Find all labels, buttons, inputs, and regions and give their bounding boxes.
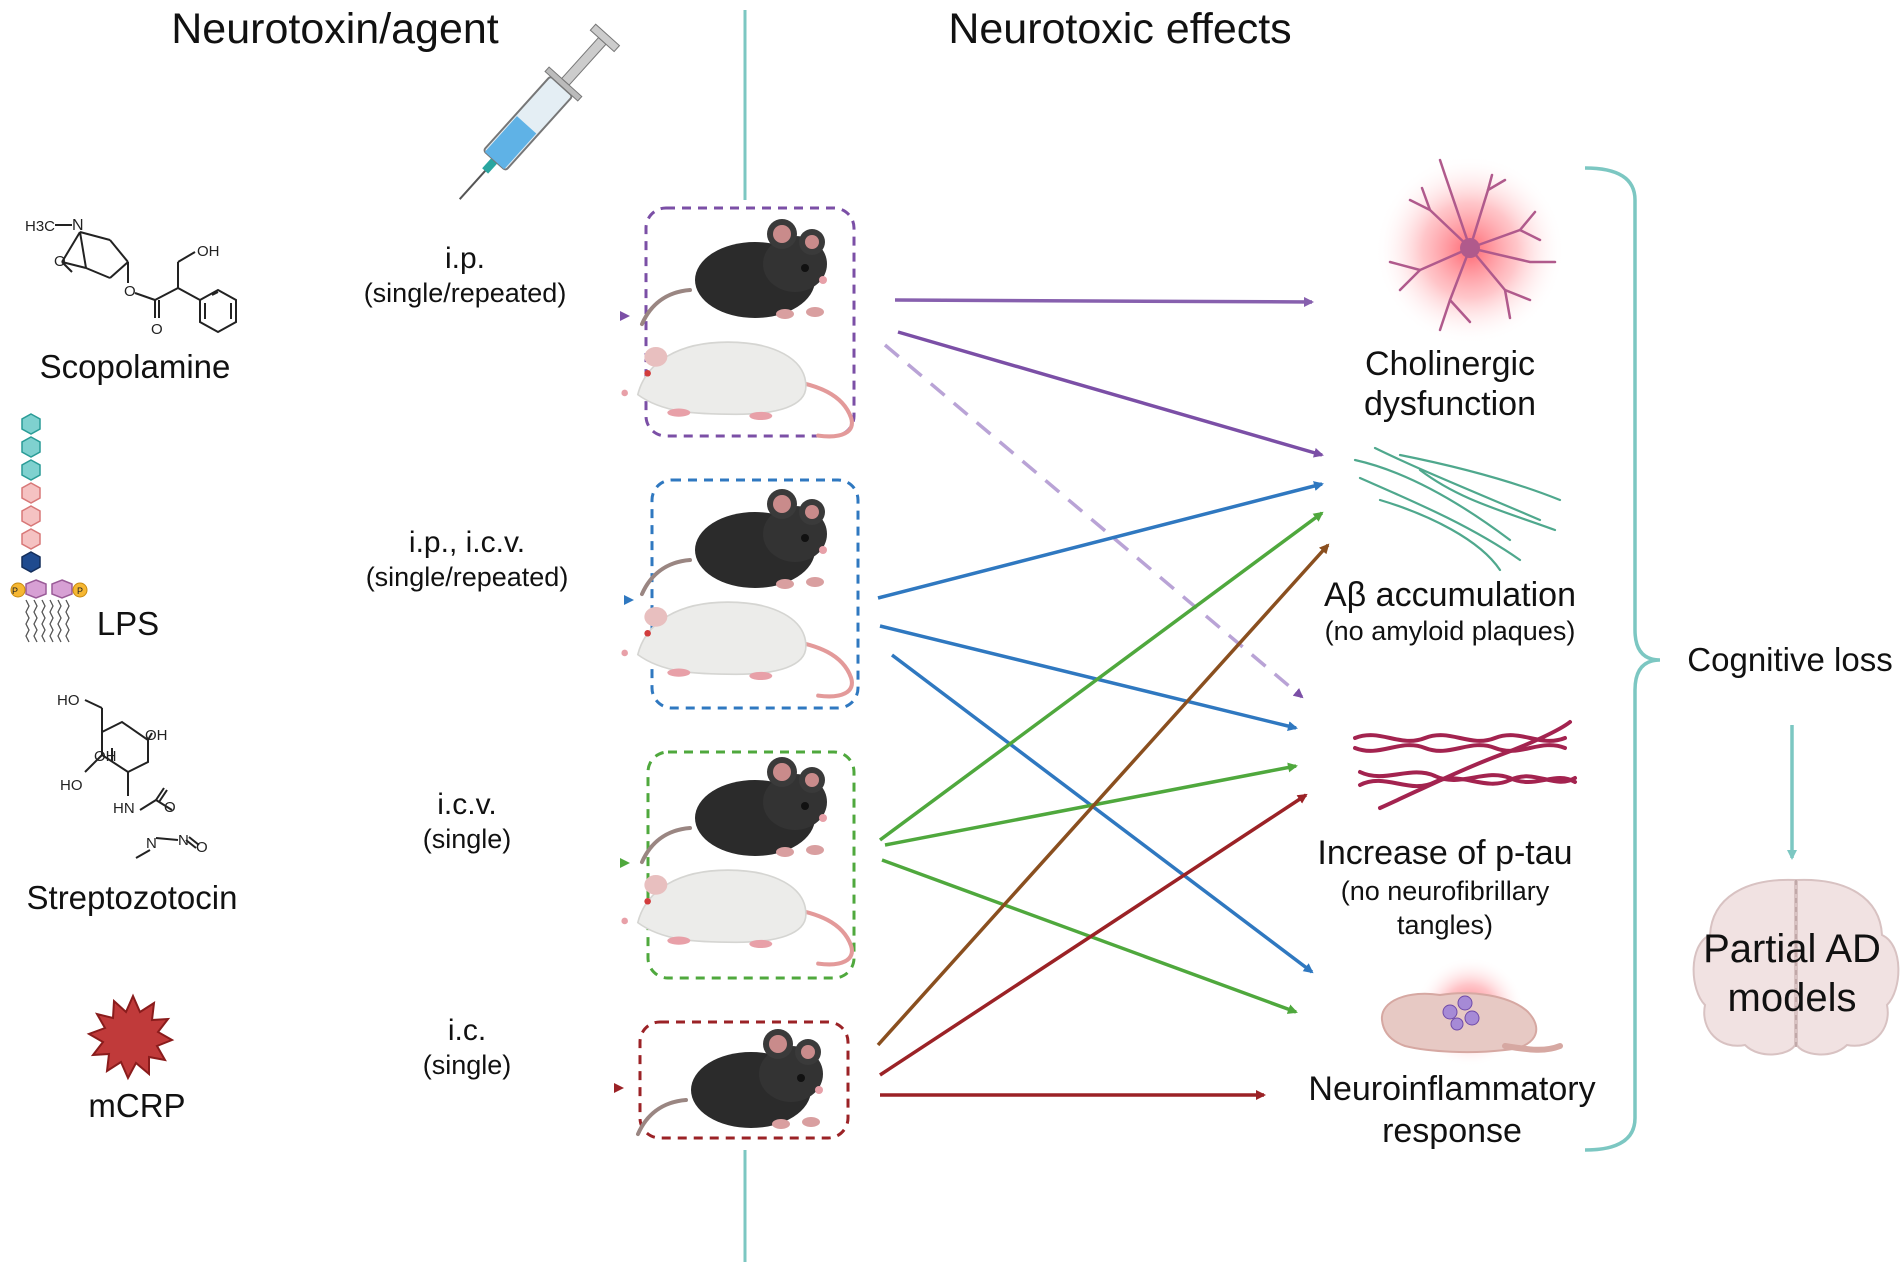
route-mcrp: i.c. bbox=[448, 1014, 486, 1047]
effect-cholinergic-line1: Cholinergic bbox=[1365, 345, 1535, 383]
header-effects: Neurotoxic effects bbox=[948, 5, 1291, 53]
partial-ad-line1: Partial AD bbox=[1703, 927, 1881, 971]
effect-abeta-title: Aβ accumulation bbox=[1324, 576, 1576, 614]
streptozotocin-structure bbox=[84, 699, 200, 859]
animal-group-scopolamine bbox=[644, 206, 856, 438]
route-streptozotocin: i.c.v. bbox=[437, 788, 496, 821]
scopolamine-o1-label: O bbox=[54, 253, 66, 270]
route-scopolamine: i.p. bbox=[445, 242, 485, 275]
stz-oh1-label: OH bbox=[145, 727, 168, 744]
animal-group-lps bbox=[650, 478, 860, 710]
scopolamine-o2-label: O bbox=[124, 283, 136, 300]
arrow-lps-abeta bbox=[877, 481, 1324, 600]
syringe-icon bbox=[458, 23, 621, 200]
mcrp-icon bbox=[86, 993, 175, 1081]
effect-ptau-note-line1: (no neurofibrillary bbox=[1341, 876, 1550, 906]
agent-name-lps: LPS bbox=[97, 605, 159, 642]
ptau-tangles-icon bbox=[1353, 720, 1577, 810]
grouping-brace bbox=[1584, 166, 1661, 1152]
arrow-lps-ptau bbox=[879, 624, 1298, 731]
dosing-mcrp: (single) bbox=[423, 1050, 512, 1080]
arrow-stz-ptau bbox=[884, 762, 1298, 847]
stz-hn-label: HN bbox=[113, 800, 135, 817]
brain-inflammation-icon bbox=[1380, 957, 1563, 1067]
header-neurotoxin: Neurotoxin/agent bbox=[171, 5, 499, 53]
effect-abeta-note: (no amyloid plaques) bbox=[1325, 616, 1576, 646]
stz-o1-label: O bbox=[164, 799, 176, 816]
partial-ad-line2: models bbox=[1728, 976, 1857, 1020]
cognitive-loss-label: Cognitive loss bbox=[1687, 641, 1892, 678]
scopolamine-h3c-label: H3C bbox=[25, 218, 55, 235]
lps-p2-label: P bbox=[77, 586, 83, 596]
arrow-scop-ptau-dashed bbox=[883, 343, 1304, 699]
brain-icon bbox=[1692, 878, 1900, 1056]
mouse-icon bbox=[640, 487, 829, 596]
stz-oh2-label: OH bbox=[94, 748, 117, 765]
agent-name-mcrp: mCRP bbox=[88, 1087, 185, 1124]
arrow-mcrp-ptau bbox=[879, 793, 1308, 1077]
lps-p1-label: P bbox=[12, 586, 18, 596]
agent-name-streptozotocin: Streptozotocin bbox=[27, 879, 238, 916]
agent-name-scopolamine: Scopolamine bbox=[40, 348, 231, 385]
arrow-scop-cholinergic bbox=[894, 296, 1314, 307]
rat-icon bbox=[621, 870, 852, 964]
effect-neuroinflammatory-line2: response bbox=[1382, 1112, 1522, 1150]
rat-icon bbox=[621, 602, 852, 696]
dosing-lps: (single/repeated) bbox=[366, 562, 569, 592]
stz-n2-label: N bbox=[178, 832, 189, 849]
animal-group-streptozotocin bbox=[646, 750, 856, 980]
effect-cholinergic-line2: dysfunction bbox=[1364, 385, 1536, 423]
lps-structure bbox=[10, 413, 88, 643]
animal-group-mcrp bbox=[638, 1020, 850, 1140]
stz-ho1-label: HO bbox=[57, 692, 80, 709]
arrow-stz-abeta bbox=[878, 511, 1324, 842]
dosing-scopolamine: (single/repeated) bbox=[364, 278, 567, 308]
dosing-streptozotocin: (single) bbox=[423, 824, 512, 854]
mouse-icon bbox=[640, 217, 829, 326]
arrow-lps-neuroinflammation bbox=[890, 653, 1314, 974]
mouse-icon bbox=[636, 1027, 825, 1136]
effect-ptau-title: Increase of p-tau bbox=[1317, 834, 1572, 872]
scopolamine-oh-label: OH bbox=[197, 243, 220, 260]
stz-n1-label: N bbox=[146, 835, 157, 852]
arrow-scop-abeta bbox=[897, 330, 1324, 458]
mouse-icon bbox=[640, 755, 829, 864]
arrow-mcrp-abeta bbox=[876, 543, 1330, 1047]
route-lps: i.p., i.c.v. bbox=[409, 526, 525, 559]
stz-ho2-label: HO bbox=[60, 777, 83, 794]
scopolamine-structure bbox=[55, 224, 237, 334]
effect-neuroinflammatory-line1: Neuroinflammatory bbox=[1308, 1070, 1595, 1108]
neuron-icon bbox=[1375, 155, 1565, 345]
stz-o2-label: O bbox=[196, 839, 208, 856]
scopolamine-o3-label: O bbox=[151, 321, 163, 338]
effect-ptau-note-line2: tangles) bbox=[1397, 910, 1493, 940]
scopolamine-n-label: N bbox=[72, 217, 84, 234]
amyloid-fibrils-icon bbox=[1353, 446, 1562, 572]
rat-icon bbox=[621, 342, 852, 436]
